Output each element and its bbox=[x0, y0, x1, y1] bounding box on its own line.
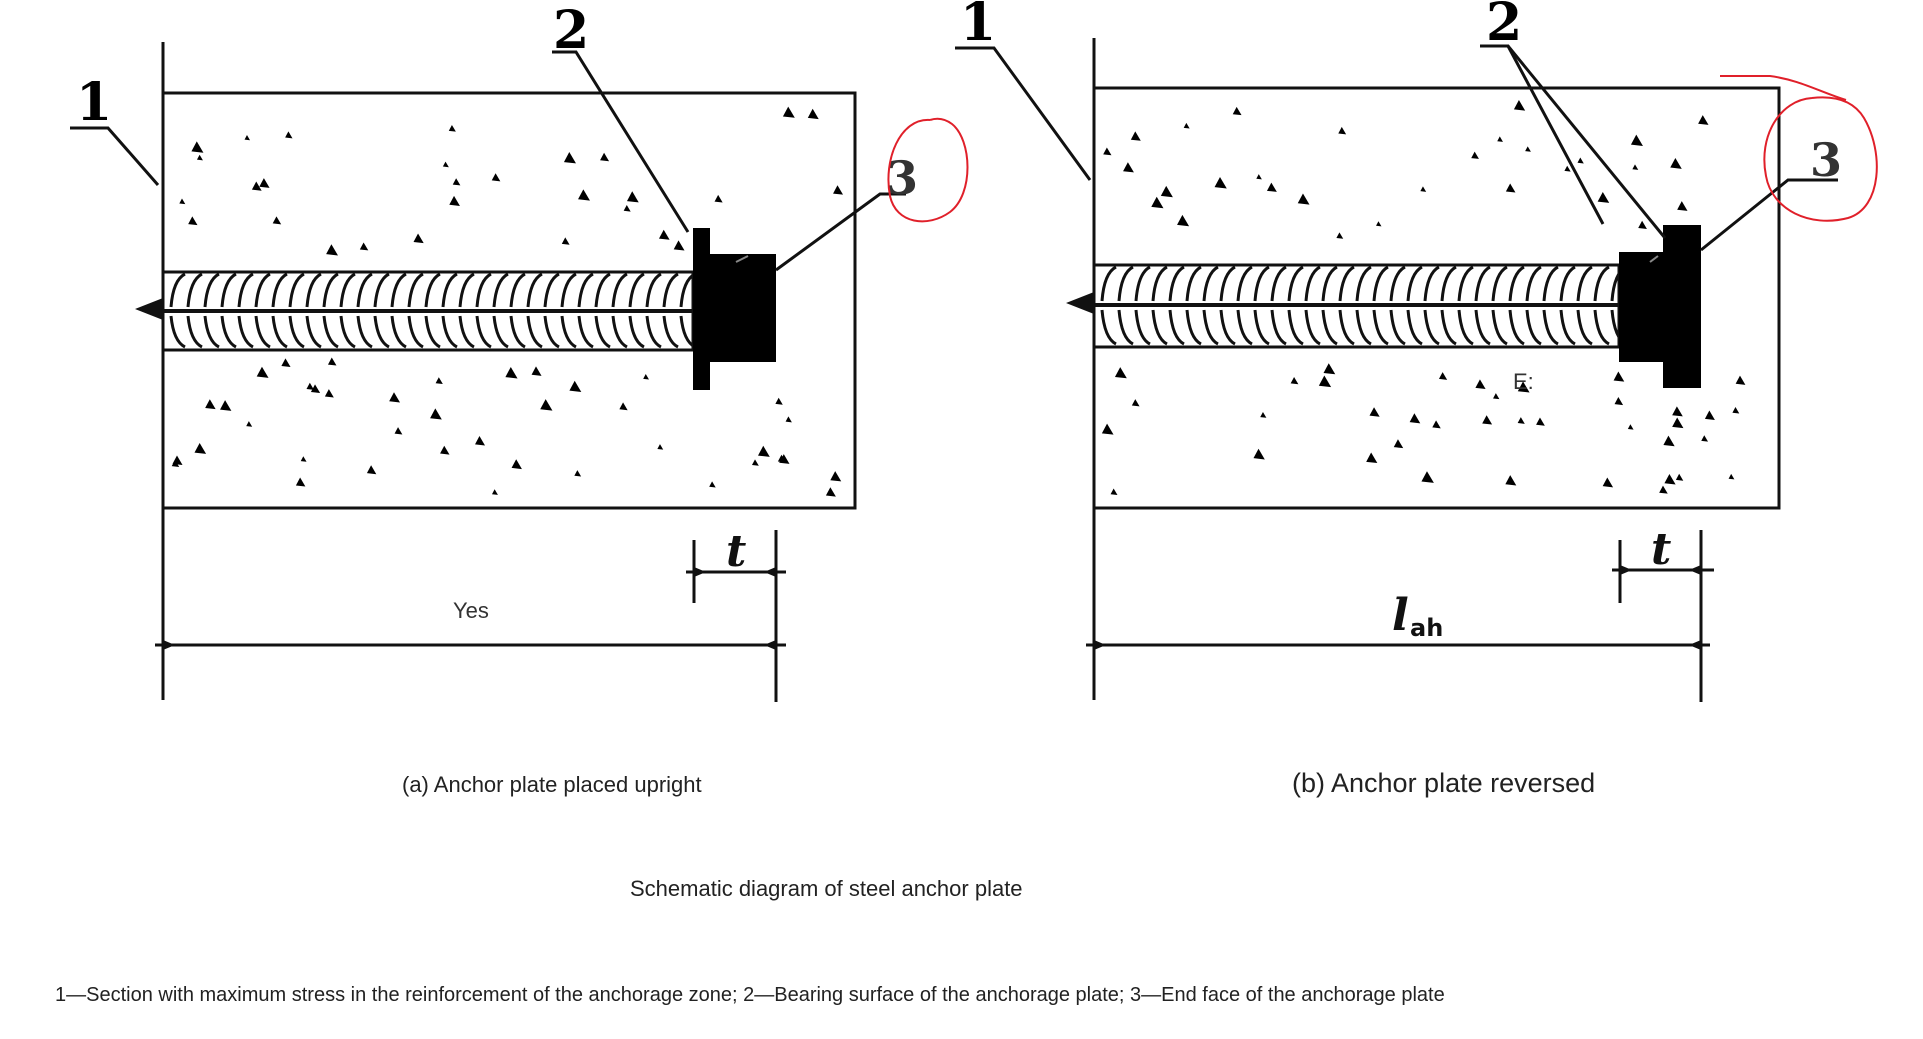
panel-b-anchor-plate bbox=[1619, 225, 1701, 388]
panel-b-length-subscript: ah bbox=[1410, 614, 1443, 642]
panel-b-callout-3: 3 bbox=[1810, 133, 1842, 187]
panel-a-red-circle bbox=[887, 117, 969, 223]
panel-a-caption: (a) Anchor plate placed upright bbox=[402, 772, 702, 797]
panel-a-length-label: Yes bbox=[453, 598, 489, 623]
panel-a-leader-2 bbox=[552, 50, 690, 233]
panel-b-rebar bbox=[1066, 263, 1627, 349]
panel-b-leader-2b bbox=[1506, 45, 1667, 239]
panel-b-caption: (b) Anchor plate reversed bbox=[1292, 768, 1596, 798]
panel-a-leader-1 bbox=[70, 126, 160, 186]
panel-a-thickness-label: t bbox=[726, 526, 746, 577]
panel-a-callout-2: 2 bbox=[553, 0, 589, 61]
panel-b-red-circle bbox=[1763, 96, 1878, 222]
panel-b-callout-1: 1 bbox=[960, 0, 996, 53]
legend-note: 1—Section with maximum stress in the rei… bbox=[55, 984, 1445, 1006]
panel-b-callout-2: 2 bbox=[1486, 0, 1522, 53]
panel-b: 1 2 3 E: t l ah bbox=[955, 0, 1878, 702]
panel-b-length-label: l bbox=[1392, 590, 1409, 641]
panel-b-stray-mark: E: bbox=[1513, 369, 1534, 394]
panel-a-leader-3 bbox=[775, 192, 906, 272]
panel-a-rebar bbox=[135, 270, 696, 352]
panel-a-callout-1: 1 bbox=[76, 72, 112, 133]
panel-b-leader-1 bbox=[955, 46, 1092, 181]
figure-title: Schematic diagram of steel anchor plate bbox=[630, 876, 1023, 901]
panel-b-thickness-label: t bbox=[1651, 524, 1671, 575]
panel-b-leader-3 bbox=[1700, 178, 1838, 252]
panel-a-anchor-plate bbox=[693, 228, 776, 390]
panel-b-red-mark bbox=[1720, 75, 1847, 101]
panel-a: 1 2 3 t Yes bbox=[70, 0, 969, 702]
panel-a-aggregate bbox=[171, 106, 844, 497]
